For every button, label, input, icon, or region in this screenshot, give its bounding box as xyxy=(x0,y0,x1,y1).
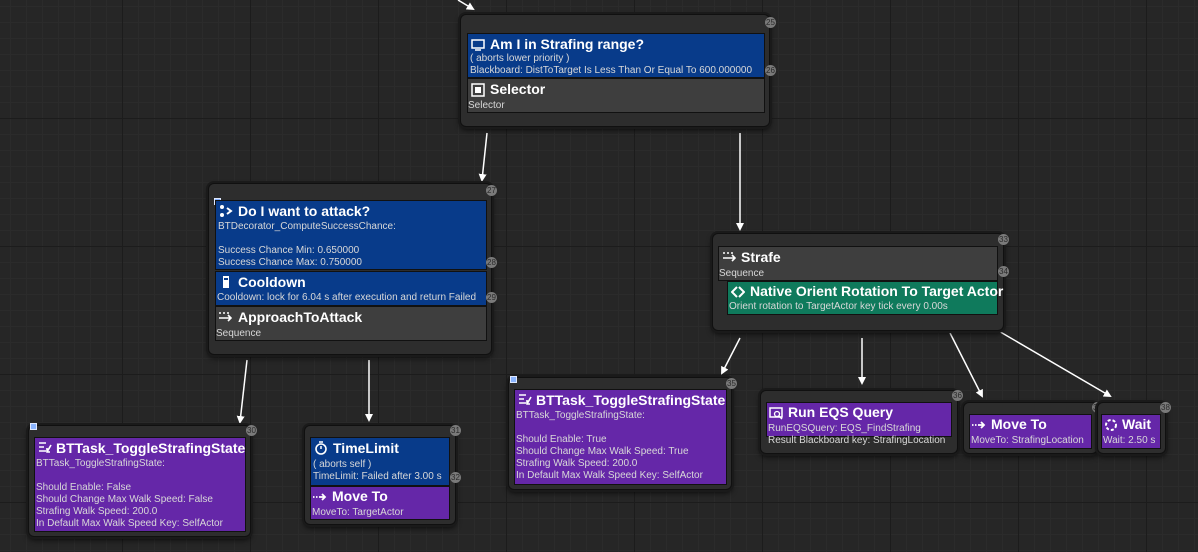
task-detail: BTTask_ToggleStrafingState: Should Enabl… xyxy=(516,410,703,481)
service-detail: Orient rotation to TargetActor key tick … xyxy=(729,301,948,312)
monitor-icon xyxy=(471,39,485,51)
execution-index: 31 xyxy=(450,425,461,436)
task-toggle-strafing[interactable]: BTTask_ToggleStrafingState BTTask_Toggle… xyxy=(514,389,727,485)
execution-index: 25 xyxy=(765,17,776,28)
composite-sequence[interactable]: Strafe Sequence xyxy=(718,246,998,281)
wire-strafe-wait xyxy=(996,329,1112,398)
wire-root-attack xyxy=(478,132,488,182)
wire-to-root xyxy=(457,0,475,11)
task-detail: BTTask_ToggleStrafingState: Should Enabl… xyxy=(36,458,223,529)
decorator-nodes-icon xyxy=(220,205,233,217)
composite-selector[interactable]: Selector Selector xyxy=(467,78,765,113)
task-move-to[interactable]: Move To MoveTo: TargetActor xyxy=(310,486,450,520)
decorator-detail: BTDecorator_ComputeSuccessChance: Succes… xyxy=(218,221,396,268)
execution-index: 33 xyxy=(998,234,1009,245)
composite-type: Selector xyxy=(468,100,505,111)
task-icon xyxy=(39,442,52,453)
decorator-title: Cooldown xyxy=(238,274,306,290)
execution-index: 27 xyxy=(486,185,497,196)
decorator-index: 26 xyxy=(765,65,776,76)
decorator-detail: TimeLimit: Failed after 3.00 s xyxy=(313,471,442,482)
wire-attack-toggle xyxy=(236,359,248,424)
composite-sequence[interactable]: ApproachToAttack Sequence xyxy=(215,306,487,341)
service-diamond-icon xyxy=(731,286,745,298)
selector-icon xyxy=(471,83,485,97)
service-orient-rotation[interactable]: Native Orient Rotation To Target Actor O… xyxy=(727,281,1003,315)
task-toggle-strafing[interactable]: BTTask_ToggleStrafingState BTTask_Toggle… xyxy=(34,437,246,532)
decorator-aborts: ( aborts lower priority ) xyxy=(470,53,570,64)
task-detail: MoveTo: StrafingLocation xyxy=(971,435,1084,446)
task-detail: RunEQSQuery: EQS_FindStrafing Result Bla… xyxy=(768,423,946,446)
wait-node[interactable]: 38 Wait Wait: 2.50 s xyxy=(1097,402,1171,454)
root-selector-node[interactable]: 25 Am I in Strafing range? ( aborts lowe… xyxy=(460,14,776,127)
decorator-want-attack[interactable]: Do I want to attack? BTDecorator_Compute… xyxy=(215,200,487,270)
task-title: Wait xyxy=(1122,416,1152,432)
move-to-strafing-node[interactable]: 37 Move To MoveTo: StrafingLocation xyxy=(963,402,1103,454)
decorator-title: TimeLimit xyxy=(333,440,399,456)
decorator-time-limit[interactable]: TimeLimit ( aborts self ) TimeLimit: Fai… xyxy=(310,437,450,486)
sequence-icon xyxy=(723,252,736,262)
execution-index: 36 xyxy=(952,390,963,401)
composite-title: ApproachToAttack xyxy=(238,309,363,325)
task-move-to[interactable]: Move To MoveTo: StrafingLocation xyxy=(969,414,1092,449)
breakpoint-flag xyxy=(510,376,517,383)
timer-icon xyxy=(315,441,327,455)
decorator-aborts: ( aborts self ) xyxy=(313,459,372,470)
execution-index: 30 xyxy=(246,425,257,436)
composite-title: Strafe xyxy=(741,249,781,265)
approach-to-attack-node[interactable]: 27 Do I want to attack? BTDecorator_Comp… xyxy=(208,183,497,355)
decorator-index: 29 xyxy=(486,292,497,303)
task-icon xyxy=(519,394,532,405)
time-limit-move-node[interactable]: 31 TimeLimit ( aborts self ) TimeLimit: … xyxy=(304,425,461,525)
execution-index: 38 xyxy=(1160,402,1171,413)
service-title: Native Orient Rotation To Target Actor xyxy=(750,283,1004,299)
sequence-icon xyxy=(219,312,232,322)
toggle-strafing-task-left[interactable]: 30 BTTask_ToggleStrafingState BTTask_Tog… xyxy=(28,423,257,537)
move-arrow-icon xyxy=(972,421,986,429)
composite-title: Selector xyxy=(490,81,546,97)
task-title: Move To xyxy=(332,488,388,504)
eqs-query-icon xyxy=(769,407,783,420)
wire-strafe-move xyxy=(949,332,983,398)
task-title: Run EQS Query xyxy=(788,404,894,420)
task-detail: Wait: 2.50 s xyxy=(1103,435,1156,446)
composite-type: Sequence xyxy=(719,268,765,279)
strafe-sequence-node[interactable]: 33 Strafe Sequence 34 Native Orient Rota… xyxy=(712,233,1009,331)
task-title: BTTask_ToggleStrafingState xyxy=(536,392,726,408)
service-index: 34 xyxy=(998,266,1009,277)
composite-type: Sequence xyxy=(216,328,262,339)
decorator-cooldown[interactable]: Cooldown Cooldown: lock for 6.04 s after… xyxy=(215,271,487,306)
decorator-title: Am I in Strafing range? xyxy=(490,36,645,52)
breakpoint-flag xyxy=(30,423,37,430)
wait-spinner-icon xyxy=(1105,419,1117,431)
decorator-index: 28 xyxy=(486,257,497,268)
move-arrow-icon xyxy=(313,493,327,501)
task-title: BTTask_ToggleStrafingState xyxy=(56,440,246,456)
decorator-index: 32 xyxy=(450,472,461,483)
task-title: Move To xyxy=(991,416,1047,432)
decorator-detail: Blackboard: DistToTarget Is Less Than Or… xyxy=(470,65,753,76)
run-eqs-query-node[interactable]: 36 Run EQS Query RunEQSQuery: EQS_FindSt… xyxy=(760,390,963,454)
task-detail: MoveTo: TargetActor xyxy=(312,507,404,518)
decorator-detail: Cooldown: lock for 6.04 s after executio… xyxy=(217,292,477,303)
toggle-strafing-task-mid[interactable]: 35 BTTask_ToggleStrafingState BTTask_Tog… xyxy=(508,376,737,490)
task-run-eqs[interactable]: Run EQS Query RunEQSQuery: EQS_FindStraf… xyxy=(766,402,952,446)
wire-strafe-toggle xyxy=(721,337,741,375)
hourglass-icon xyxy=(223,276,229,288)
decorator-title: Do I want to attack? xyxy=(238,203,371,219)
task-wait[interactable]: Wait Wait: 2.50 s xyxy=(1101,414,1161,449)
decorator-strafing-range[interactable]: Am I in Strafing range? ( aborts lower p… xyxy=(467,33,765,78)
execution-index: 35 xyxy=(726,378,737,389)
